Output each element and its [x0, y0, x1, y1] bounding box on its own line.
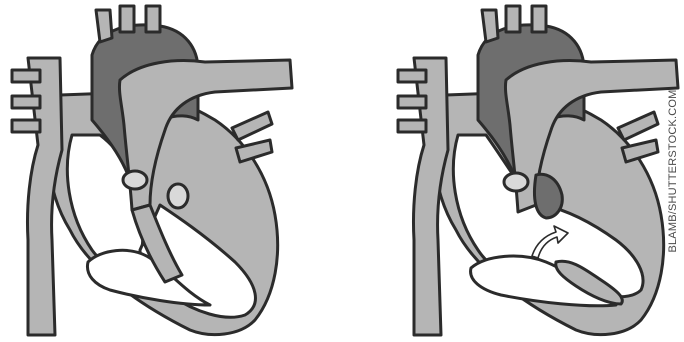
- defect-heart-illustration: [386, 0, 684, 342]
- pulmonary-veins: [618, 112, 658, 162]
- image-credit: BLAMB/SHUTTERSTOCK.COM: [667, 89, 679, 252]
- pulmonary-valve: [504, 173, 528, 191]
- credit-container: BLAMB/SHUTTERSTOCK.COM: [666, 0, 680, 342]
- aortic-valve: [168, 184, 188, 208]
- pulmonary-valve: [123, 171, 147, 189]
- normal-heart-illustration: [0, 0, 300, 342]
- left-branch-vessels: [12, 70, 40, 132]
- left-branch-vessels: [398, 70, 426, 132]
- pulmonary-veins: [232, 112, 272, 162]
